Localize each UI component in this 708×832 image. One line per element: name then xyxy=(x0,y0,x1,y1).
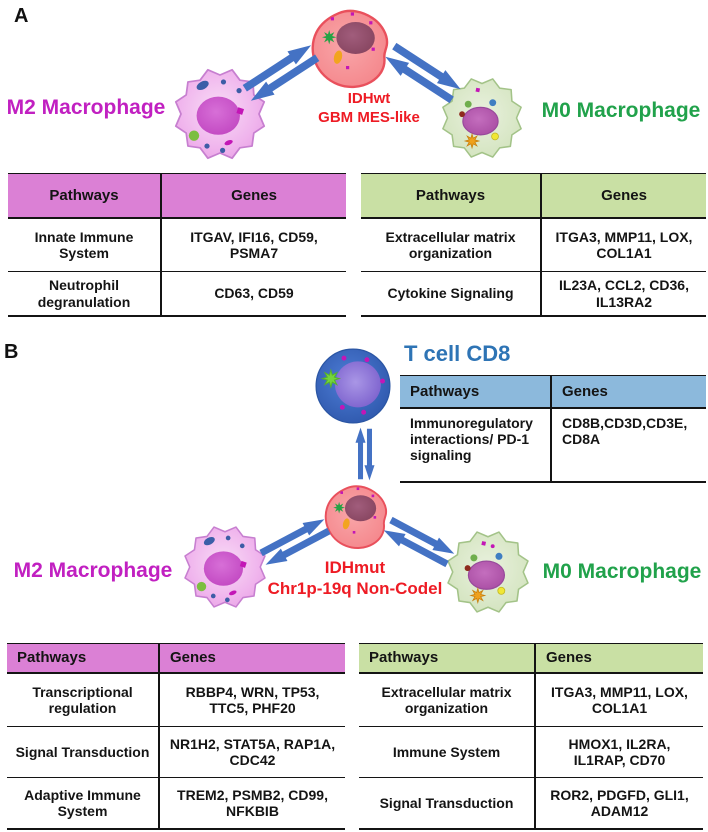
column-header-genes: Genes xyxy=(160,644,345,672)
tumor-subtype-line1: IDHmut xyxy=(324,558,386,577)
bidirectional-arrow-icon xyxy=(355,427,375,481)
table-row: Extracellular matrix organization ITGA3,… xyxy=(359,674,703,727)
pathway-cell: Signal Transduction xyxy=(7,727,160,777)
m0-macrophage-label: M0 Macrophage xyxy=(542,560,702,583)
pathway-cell: Extracellular matrix organization xyxy=(361,219,542,271)
table-row: Immune System HMOX1, IL2RA, IL1RAP, CD70 xyxy=(359,727,703,778)
column-header-pathways: Pathways xyxy=(8,174,162,217)
m0-macrophage-cell-illustration xyxy=(442,78,522,158)
pathway-cell: Transcriptional regulation xyxy=(7,674,160,726)
genes-cell: ITGA3, MMP11, LOX, COL1A1 xyxy=(551,683,688,716)
table-row: Immunoregulatory interactions/ PD-1 sign… xyxy=(400,409,706,481)
panel-a-label: A xyxy=(14,5,29,27)
pathway-cell: Neutrophil degranulation xyxy=(8,272,162,315)
panel-b-tcell-table: Pathways Genes Immunoregulatory interact… xyxy=(400,375,706,483)
panel-b-label: B xyxy=(4,341,19,363)
pathway-cell: Cytokine Signaling xyxy=(361,272,542,315)
tumor-subtype-line2: Chr1p-19q Non-Codel xyxy=(267,579,443,598)
bidirectional-arrow-icon xyxy=(383,516,455,568)
table-row: Cytokine Signaling IL23A, CCL2, CD36, IL… xyxy=(361,272,706,315)
bidirectional-arrow-icon xyxy=(385,42,461,104)
panel-a-m2-table: Pathways Genes Innate Immune System ITGA… xyxy=(8,173,346,317)
tumor-subtype-label: IDHwt GBM MES-like xyxy=(286,89,452,127)
tumor-cell-illustration xyxy=(324,485,388,549)
column-header-genes: Genes xyxy=(162,174,346,217)
m2-macrophage-cell-illustration xyxy=(184,526,266,608)
column-header-pathways: Pathways xyxy=(361,174,542,217)
table-row: Transcriptional regulation RBBP4, WRN, T… xyxy=(7,674,345,727)
bidirectional-arrow-icon xyxy=(259,519,331,565)
genes-cell: TREM2, PSMB2, CD99, NFKBIB xyxy=(177,786,328,819)
table-row: Neutrophil degranulation CD63, CD59 xyxy=(8,272,346,315)
genes-cell: NR1H2, STAT5A, RAP1A, CDC42 xyxy=(169,735,336,768)
genes-cell: ROR2, PDGFD, GLI1, ADAM12 xyxy=(550,786,689,819)
genes-cell: ITGA3, MMP11, LOX, COL1A1 xyxy=(555,228,693,261)
genes-cell: CD63, CD59 xyxy=(214,285,294,302)
tumor-subtype-line1: IDHwt xyxy=(347,90,391,107)
column-header-pathways: Pathways xyxy=(7,644,160,672)
pathway-cell: Immune System xyxy=(359,727,536,777)
pathway-cell: Adaptive Immune System xyxy=(7,778,160,828)
pathway-cell: Extracellular matrix organization xyxy=(359,674,536,726)
m2-macrophage-cell-illustration xyxy=(174,68,266,160)
pathway-cell: Innate Immune System xyxy=(8,219,162,271)
genes-cell: RBBP4, WRN, TP53, TTC5, PHF20 xyxy=(185,683,320,716)
t-cell-illustration xyxy=(315,348,391,424)
genes-cell: IL23A, CCL2, CD36, IL13RA2 xyxy=(559,277,689,310)
table-header-row: Pathways Genes xyxy=(7,644,345,674)
panel-b-m0-table: Pathways Genes Extracellular matrix orga… xyxy=(359,643,703,830)
bidirectional-arrow-icon xyxy=(242,45,320,101)
tumor-subtype-line2: GBM MES-like xyxy=(318,109,420,126)
table-header-row: Pathways Genes xyxy=(359,644,703,674)
table-row: Extracellular matrix organization ITGA3,… xyxy=(361,219,706,272)
m0-macrophage-cell-illustration xyxy=(447,531,529,613)
table-header-row: Pathways Genes xyxy=(361,174,706,219)
table-row: Adaptive Immune System TREM2, PSMB2, CD9… xyxy=(7,778,345,828)
genes-cell: HMOX1, IL2RA, IL1RAP, CD70 xyxy=(568,735,671,768)
t-cell-label: T cell CD8 xyxy=(404,341,511,366)
tumor-subtype-label: IDHmut Chr1p-19q Non-Codel xyxy=(255,557,455,599)
genes-cell: CD8B,CD3D,CD3E, CD8A xyxy=(562,415,688,448)
m0-macrophage-label: M0 Macrophage xyxy=(541,99,701,122)
column-header-pathways: Pathways xyxy=(359,644,536,672)
m2-macrophage-label: M2 Macrophage xyxy=(6,96,166,119)
panel-a-m0-table: Pathways Genes Extracellular matrix orga… xyxy=(361,173,706,317)
panel-b-m2-table: Pathways Genes Transcriptional regulatio… xyxy=(7,643,345,830)
table-header-row: Pathways Genes xyxy=(400,376,706,409)
genes-cell: ITGAV, IFI16, CD59, PSMA7 xyxy=(190,228,318,261)
m2-macrophage-label: M2 Macrophage xyxy=(13,559,173,582)
table-row: Signal Transduction ROR2, PDGFD, GLI1, A… xyxy=(359,778,703,828)
column-header-genes: Genes xyxy=(542,174,706,217)
column-header-pathways: Pathways xyxy=(400,376,552,407)
table-row: Signal Transduction NR1H2, STAT5A, RAP1A… xyxy=(7,727,345,778)
column-header-genes: Genes xyxy=(552,376,706,407)
pathway-cell: Signal Transduction xyxy=(359,778,536,828)
table-row: Innate Immune System ITGAV, IFI16, CD59,… xyxy=(8,219,346,272)
column-header-genes: Genes xyxy=(536,644,703,672)
pathway-cell: Immunoregulatory interactions/ PD-1 sign… xyxy=(400,409,552,481)
table-header-row: Pathways Genes xyxy=(8,174,346,219)
